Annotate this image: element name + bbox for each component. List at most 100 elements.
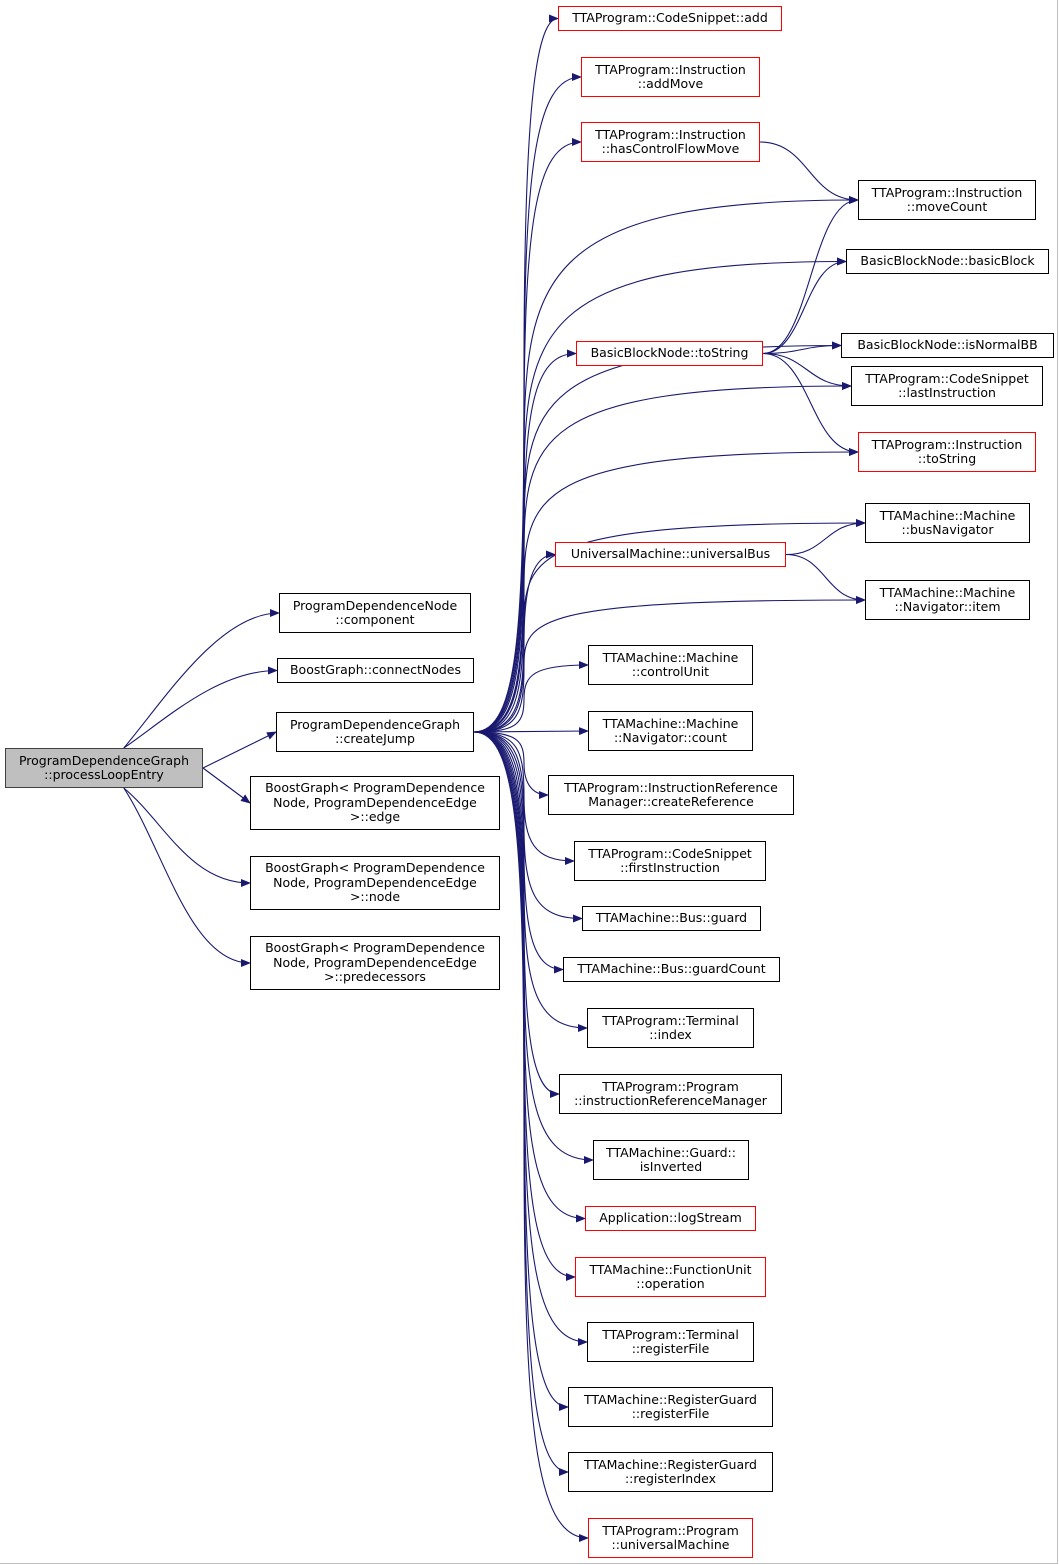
node-label-line: ::component: [335, 612, 415, 627]
node-universal-machine[interactable]: TTAProgram::Program::universalMachine: [588, 1518, 753, 1558]
node-label-line: ::addMove: [637, 76, 704, 91]
node-rg-register-file[interactable]: TTAMachine::RegisterGuard::registerFile: [568, 1387, 773, 1427]
edge-process-loop-entry-to-predecessors: [123, 787, 251, 967]
node-label-line: ::moveCount: [906, 199, 988, 214]
node-label-line: TTAProgram::Program: [602, 1078, 739, 1094]
node-first-instruction[interactable]: TTAProgram::CodeSnippet::firstInstructio…: [574, 841, 766, 881]
node-has-control-flow-move[interactable]: TTAProgram::Instruction::hasControlFlowM…: [581, 122, 760, 162]
node-label-line: >::edge: [349, 809, 401, 825]
node-bus-navigator[interactable]: TTAMachine::Machine::busNavigator: [865, 503, 1030, 543]
node-label-line: BasicBlockNode::isNormalBB: [857, 337, 1038, 353]
node-label-line: ::firstInstruction: [620, 860, 720, 875]
node-label-line: TTAProgram::Program: [602, 1522, 739, 1538]
node-label-line: ProgramDependenceGraph: [18, 752, 190, 768]
node-label-line: TTAProgram::InstructionReference: [564, 779, 778, 795]
node-label-line: Manager::createReference: [588, 794, 754, 809]
node-universal-bus[interactable]: UniversalMachine::universalBus: [555, 542, 786, 567]
node-label-line: Node, ProgramDependenceEdge: [273, 954, 477, 970]
node-label-line: TTAMachine::Bus::guardCount: [577, 961, 766, 977]
node-terminal-register-file[interactable]: TTAProgram::Terminal::registerFile: [587, 1322, 754, 1362]
node-label-line: ::Navigator::count: [613, 730, 728, 745]
node-label-line: ::processLoopEntry: [44, 767, 164, 782]
node-fu-operation[interactable]: TTAMachine::FunctionUnit::operation: [575, 1257, 766, 1297]
node-basic-block[interactable]: BasicBlockNode::basicBlock: [846, 249, 1049, 274]
node-label-line: TTAProgram::CodeSnippet: [865, 370, 1029, 386]
node-bus-guard-count[interactable]: TTAMachine::Bus::guardCount: [563, 957, 780, 982]
edge-create-jump-to-first-instruction: [473, 731, 575, 865]
node-instruction-reference-manager[interactable]: TTAProgram::Program::instructionReferenc…: [559, 1074, 782, 1114]
node-label-line: TTAMachine::Machine: [879, 584, 1016, 600]
edge-universal-bus-to-bus-navigator: [785, 519, 866, 556]
node-label-line: TTAProgram::CodeSnippet::add: [572, 10, 768, 26]
edge-create-jump-to-bus-navigator: [473, 519, 866, 733]
node-label-line: BasicBlockNode::toString: [590, 345, 749, 361]
node-component[interactable]: ProgramDependenceNode::component: [279, 593, 471, 633]
edge-has-control-flow-move-to-move-count: [759, 141, 859, 204]
node-bbn-to-string[interactable]: BasicBlockNode::toString: [576, 341, 763, 366]
node-last-instruction[interactable]: TTAProgram::CodeSnippet::lastInstruction: [851, 366, 1043, 406]
node-label-line: TTAProgram::Instruction: [871, 184, 1023, 200]
node-log-stream[interactable]: Application::logStream: [585, 1206, 756, 1231]
node-label-line: TTAMachine::Guard::: [606, 1144, 736, 1160]
node-label-line: TTAProgram::Terminal: [602, 1326, 739, 1342]
node-instruction-to-string[interactable]: TTAProgram::Instruction::toString: [858, 432, 1036, 472]
node-label-line: TTAProgram::Terminal: [602, 1012, 739, 1028]
edge-process-loop-entry-to-component: [123, 609, 280, 749]
node-label-line: TTAProgram::Instruction: [871, 436, 1023, 452]
node-bus-guard[interactable]: TTAMachine::Bus::guard: [582, 906, 761, 931]
node-move-count[interactable]: TTAProgram::Instruction::moveCount: [858, 180, 1036, 220]
node-label-line: ::index: [649, 1027, 692, 1042]
node-add-move[interactable]: TTAProgram::Instruction::addMove: [581, 57, 760, 97]
node-navigator-item[interactable]: TTAMachine::Machine::Navigator::item: [865, 580, 1030, 620]
node-connect-nodes[interactable]: BoostGraph::connectNodes: [277, 658, 474, 683]
node-label-line: TTAMachine::FunctionUnit: [589, 1261, 752, 1277]
node-label-line: TTAMachine::RegisterGuard: [584, 1456, 757, 1472]
node-label-line: ::controlUnit: [631, 664, 710, 679]
node-label-line: ::Navigator::item: [894, 599, 1001, 614]
node-label-line: Node, ProgramDependenceEdge: [273, 874, 477, 890]
node-control-unit[interactable]: TTAMachine::Machine::controlUnit: [588, 645, 753, 685]
node-label-line: ::registerFile: [631, 1406, 710, 1421]
node-label-line: TTAMachine::Machine: [879, 507, 1016, 523]
node-label-line: BoostGraph< ProgramDependence: [265, 780, 485, 796]
edge-bbn-to-string-to-last-instruction: [762, 352, 852, 390]
node-label-line: ProgramDependenceNode: [292, 597, 458, 613]
edge-process-loop-entry-to-create-jump: [202, 731, 277, 769]
node-label-line: TTAMachine::Machine: [602, 715, 739, 731]
node-label-line: ProgramDependenceGraph: [289, 716, 461, 732]
node-label-line: BoostGraph< ProgramDependence: [265, 940, 485, 956]
node-label-line: ::createJump: [335, 731, 415, 746]
node-navigator-count[interactable]: TTAMachine::Machine::Navigator::count: [588, 711, 753, 751]
node-label-line: TTAMachine::RegisterGuard: [584, 1391, 757, 1407]
node-label-line: ::busNavigator: [901, 522, 994, 537]
node-create-jump[interactable]: ProgramDependenceGraph::createJump: [276, 712, 474, 752]
edge-bbn-to-string-to-basic-block: [762, 257, 847, 355]
node-is-inverted[interactable]: TTAMachine::Guard::isInverted: [593, 1140, 749, 1180]
node-label-line: TTAMachine::Bus::guard: [595, 910, 748, 926]
edge-create-jump-to-control-unit: [473, 661, 589, 733]
edge-process-loop-entry-to-node: [123, 787, 251, 887]
node-label-line: ::registerIndex: [624, 1471, 717, 1486]
node-process-loop-entry: ProgramDependenceGraph::processLoopEntry: [5, 748, 203, 788]
node-terminal-index[interactable]: TTAProgram::Terminal::index: [587, 1008, 754, 1048]
node-label-line: ::registerFile: [631, 1341, 710, 1356]
edge-create-jump-to-last-instruction: [473, 382, 852, 733]
node-label-line: ::universalMachine: [611, 1537, 730, 1552]
node-label-line: isInverted: [639, 1159, 703, 1174]
edge-bbn-to-string-to-is-normal-bb: [762, 341, 842, 355]
edge-create-jump-to-navigator-item: [473, 596, 866, 733]
node-is-normal-bb[interactable]: BasicBlockNode::isNormalBB: [841, 333, 1054, 358]
node-rg-register-index[interactable]: TTAMachine::RegisterGuard::registerIndex: [568, 1452, 773, 1492]
edge-bbn-to-string-to-move-count: [762, 196, 859, 355]
node-label-line: UniversalMachine::universalBus: [570, 546, 771, 562]
node-label-line: ::instructionReferenceManager: [574, 1093, 767, 1108]
node-label-line: Application::logStream: [599, 1210, 742, 1226]
node-label-line: ::toString: [917, 451, 977, 466]
node-code-snippet-add[interactable]: TTAProgram::CodeSnippet::add: [558, 6, 782, 31]
node-label-line: TTAProgram::Instruction: [595, 61, 746, 77]
